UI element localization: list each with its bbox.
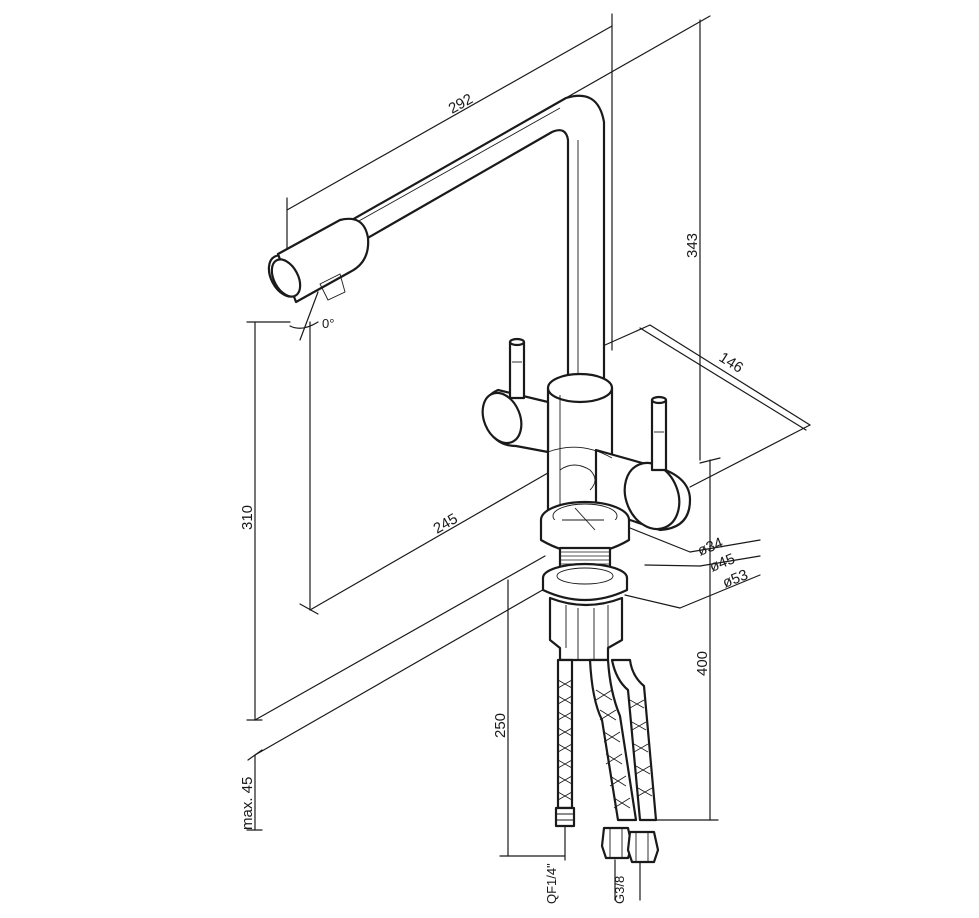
threaded-shank: [541, 546, 629, 602]
dim-spout-projection: 245: [431, 510, 461, 537]
faucet-body: [481, 337, 692, 555]
dim-spout-reach: 292: [446, 90, 476, 117]
dim-handle-span: 146: [716, 349, 746, 377]
dim-body-to-hose-end: 400: [694, 651, 711, 676]
swivel-angle-label: 0°: [322, 316, 334, 331]
dim-total-height: 343: [684, 233, 701, 258]
spout: [267, 94, 606, 390]
water-hose-2-braid: [629, 699, 653, 797]
dim-spout-height: 310: [239, 505, 256, 530]
label-water-hose-connection: G3/8: [612, 876, 627, 904]
dimension-lines: [246, 13, 811, 901]
dim-max-deck-thickness: max. 45: [239, 777, 256, 830]
label-filter-hose-connection: QF1/4": [544, 863, 559, 904]
mounting-bracket: [548, 596, 624, 662]
dimension-labels: 292 343 146 310 245 ø34 ø45 ø53 400 250 …: [239, 90, 750, 904]
water-hose-1-braid: [595, 689, 631, 809]
swivel-angle-marker: 0°: [289, 291, 334, 341]
hoses: [554, 658, 660, 864]
filter-hose-braid: [557, 679, 573, 801]
dim-hose-length: 250: [492, 713, 509, 738]
